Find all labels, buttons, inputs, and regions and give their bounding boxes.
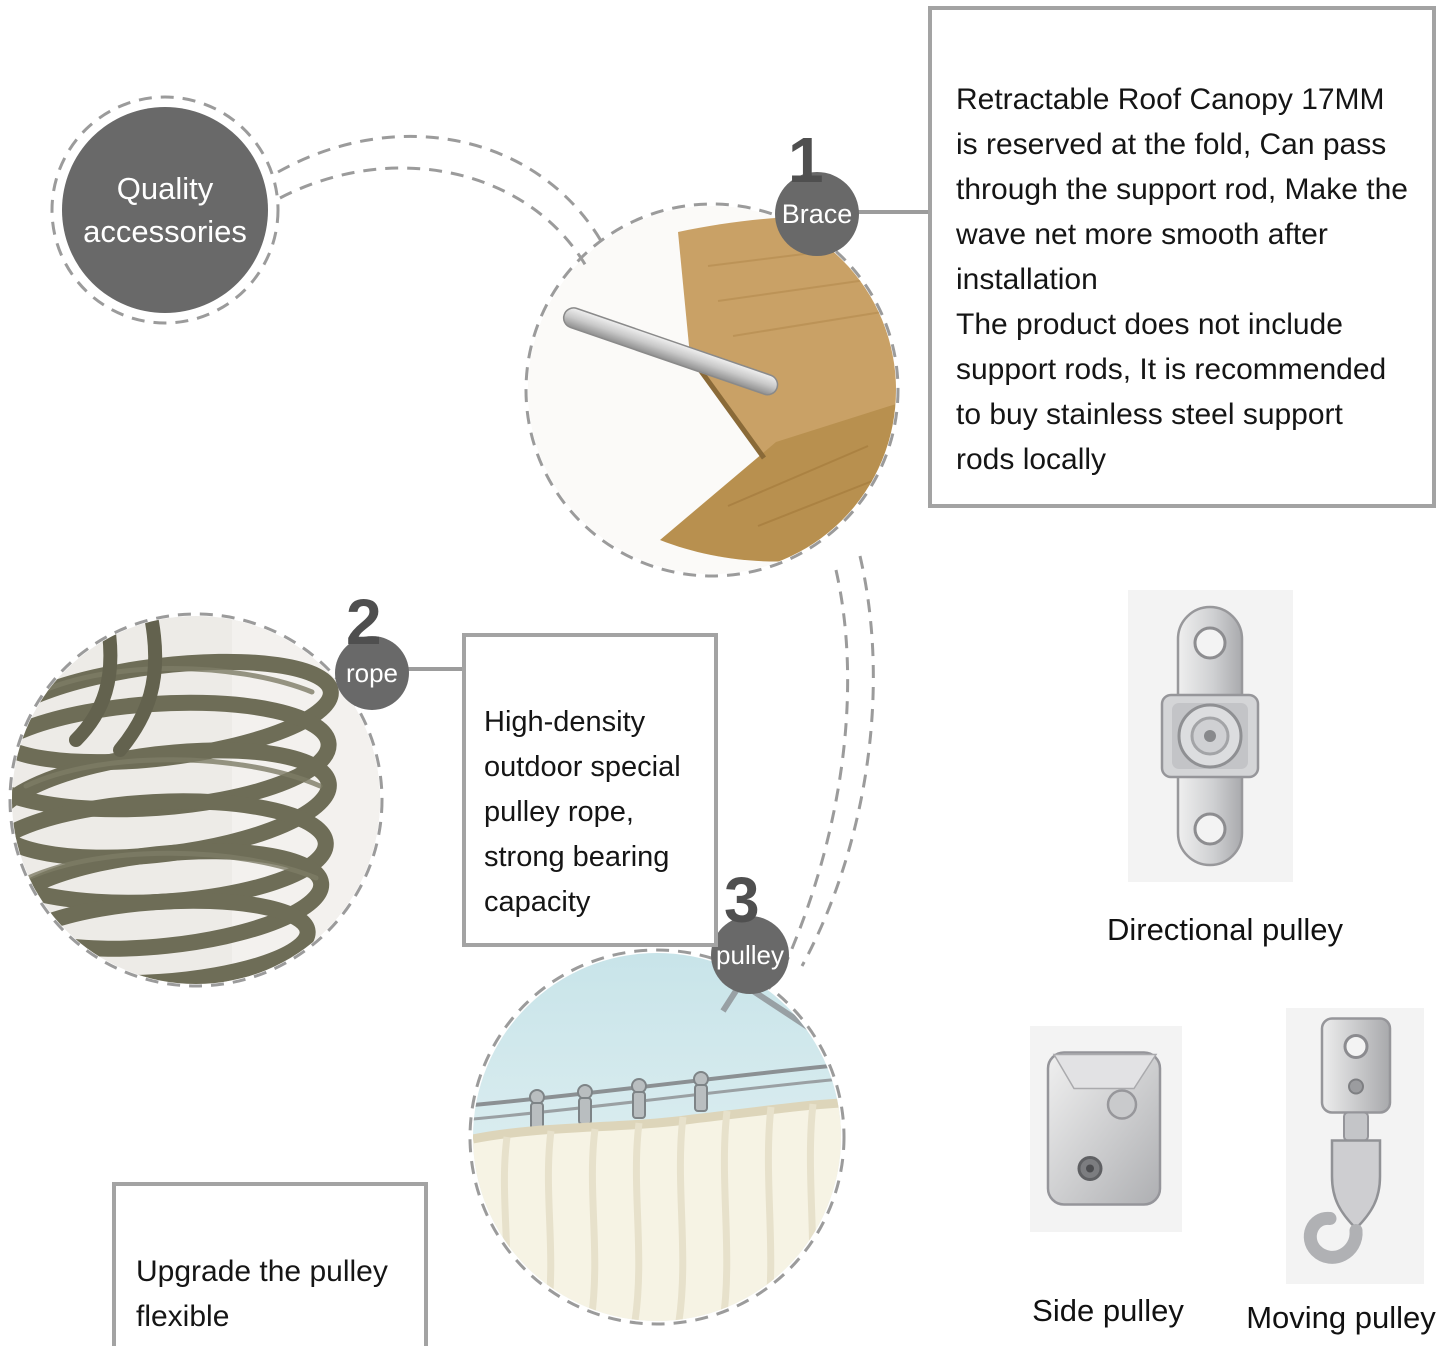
callout-rope-box: High-density outdoor special pulley rope… [462,633,718,947]
callout-brace-text: Retractable Roof Canopy 17MM is reserved… [956,83,1408,476]
connector-brace-pulley-1 [800,555,875,967]
directional-pulley-caption: Directional pulley [1106,912,1344,947]
quality-badge-line2: accessories [83,214,247,249]
step-number-pulley: 3 [724,864,760,936]
callout-rope-text: High-density outdoor special pulley rope… [484,705,681,918]
rope-photo-image [12,616,380,984]
callout-pulley-text: Upgrade the pulley flexible [136,1255,388,1333]
connector-quality-brace-1 [277,135,606,247]
connector-quality-brace-2 [279,166,588,267]
connector-brace-pulley-2 [778,569,850,977]
step-label-brace-text: Brace [781,198,853,229]
callout-brace-box: Retractable Roof Canopy 17MM is reserved… [928,6,1436,508]
step-number-rope: 2 [346,586,382,658]
side-pulley-image [1030,1026,1182,1232]
moving-pulley-image [1286,1008,1424,1284]
directional-pulley-image [1128,590,1293,882]
step-number-brace: 1 [788,124,824,196]
moving-pulley-caption: Moving pulley [1246,1300,1436,1335]
step-label-pulley-text: pulley [716,939,784,970]
quality-badge: Quality accessories [62,107,268,313]
quality-badge-line1: Quality [116,170,214,206]
callout-pulley-box: Upgrade the pulley flexible [112,1182,428,1346]
step-label-rope-text: rope [345,657,399,688]
side-pulley-caption: Side pulley [1032,1293,1184,1328]
brace-photo-image [528,206,896,574]
pulley-photo-image [473,953,841,1321]
